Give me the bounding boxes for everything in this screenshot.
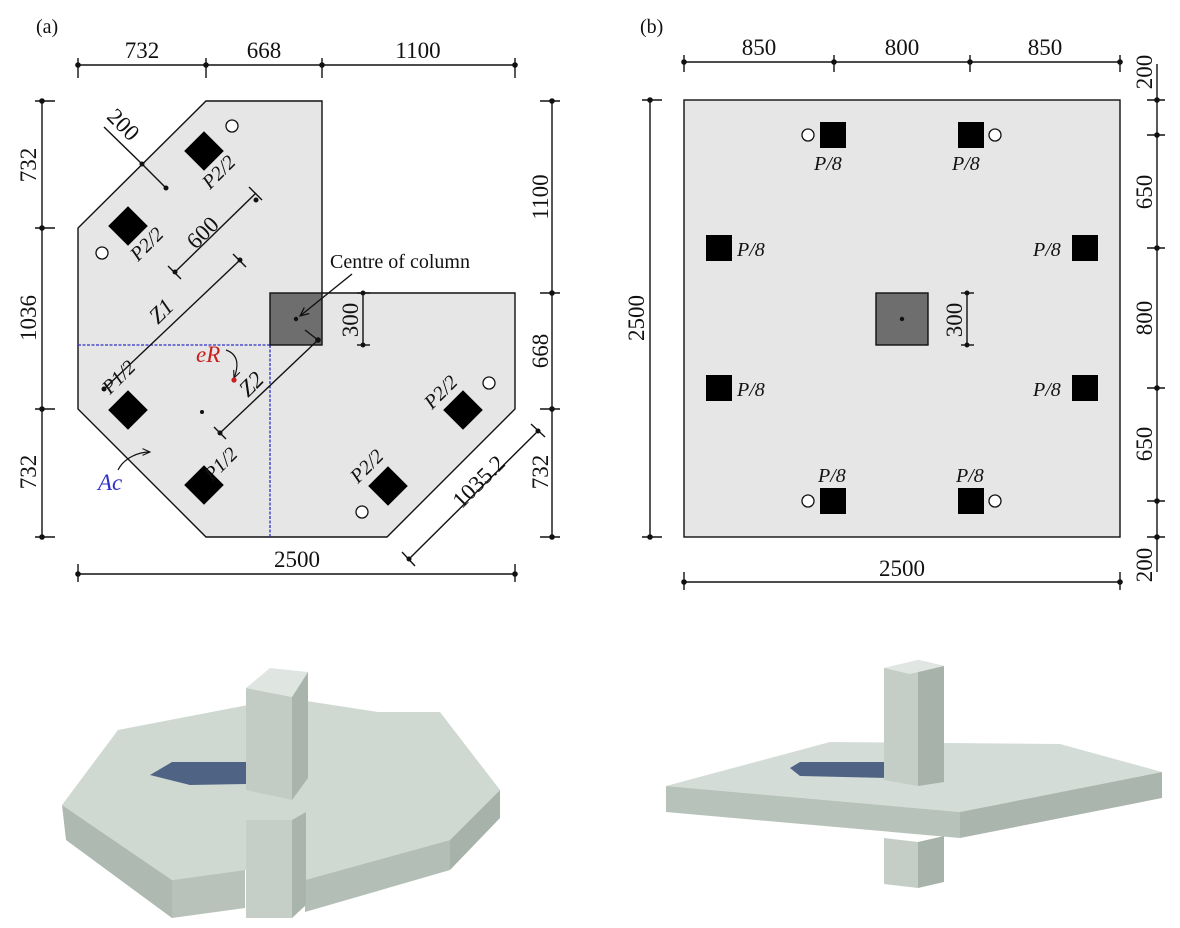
b-pile [1072,235,1098,261]
a-er-point [231,377,237,383]
b-pile [958,488,984,514]
b-hole [988,494,1002,508]
a-column-dimension: 300 [338,290,370,348]
a-bottom-dim: 2500 [274,547,320,572]
render-a [62,668,500,918]
b-right-dim-1: 200 [1132,55,1157,90]
b-column-dimension: 300 [942,290,974,348]
b-pile [820,488,846,514]
a-pile-p2 [184,131,224,171]
a-column-arrow [300,273,353,316]
a-left-dim-2: 1036 [16,295,41,341]
a-centroid-dot [200,410,204,414]
b-pile-label: P/8 [817,465,846,487]
a-top-dim-2: 668 [247,38,282,63]
b-top-dim-3: 850 [1028,35,1063,60]
b-right-dim-3: 800 [1132,301,1157,336]
b-hole [801,128,815,142]
a-right-dim-1: 1100 [528,174,553,219]
render-b [666,660,1162,888]
b-hole [988,128,1002,142]
b-right-dim-4: 650 [1132,427,1157,462]
b-pile [1072,375,1098,401]
a-left-dim-3: 732 [16,455,41,490]
b-top-dimension: 850 800 850 [681,35,1123,72]
b-top-dim-2: 800 [885,35,920,60]
a-column-dim: 300 [338,303,363,338]
a-pile-p2 [108,206,148,246]
a-right-dim-2: 668 [528,334,553,369]
a-column-label: Centre of column [330,251,470,273]
a-top-dim-1: 732 [125,38,160,63]
b-right-dim-2: 650 [1132,175,1157,210]
a-er-label: eR [196,342,220,367]
a-right-dimension: 1100 668 732 [528,98,560,540]
b-pile-label: P/8 [736,239,765,261]
panel-b-label: (b) [640,16,663,38]
b-pile-label: P/8 [1032,379,1061,401]
b-left-dim: 2500 [624,295,649,341]
panel-b: (b) 850 800 850 2500 [624,16,1165,590]
b-bottom-dimension: 2500 [681,556,1123,590]
b-pile-label: P/8 [736,379,765,401]
b-pile-label: P/8 [1032,239,1061,261]
panel-a: (a) 732 668 1100 732 1036 732 [16,16,560,582]
b-pile-label: P/8 [813,153,842,175]
b-pile [706,375,732,401]
a-hole [225,119,239,133]
b-column-dim: 300 [942,303,967,338]
b-pile [706,235,732,261]
a-ac-label: Ac [96,470,122,495]
b-pile-label: P/8 [951,153,980,175]
panel-a-label: (a) [36,16,58,38]
b-bottom-dim: 2500 [879,556,925,581]
b-pile-label: P/8 [955,465,984,487]
a-top-dimension: 732 668 1100 [75,38,518,78]
a-diag-dim-1: 200 [102,104,144,146]
b-right-dimension: 200 650 800 650 200 [1132,55,1165,583]
a-bottom-dimension: 2500 [75,547,518,582]
a-left-dimension: 732 1036 732 [16,98,55,540]
a-right-dim-3: 732 [528,455,553,490]
b-pile [820,122,846,148]
a-left-dim-1: 732 [16,148,41,183]
a-top-dim-3: 1100 [395,38,440,63]
b-hole [801,494,815,508]
a-hole [482,376,496,390]
b-pile [958,122,984,148]
a-hole [95,246,109,260]
b-left-dimension: 2500 [624,97,662,540]
b-right-dim-5: 200 [1132,548,1157,583]
b-top-dim-1: 850 [742,35,777,60]
a-hole [355,505,369,519]
